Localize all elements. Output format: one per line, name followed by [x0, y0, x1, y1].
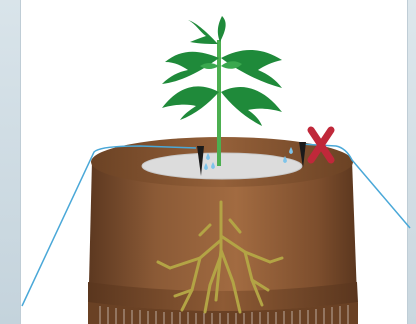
leaf-top-left — [188, 20, 218, 44]
soil-surface — [142, 153, 302, 179]
leaf-upper-right — [221, 50, 282, 88]
leaf-lower-left — [162, 86, 219, 120]
leaf-top-center — [218, 16, 226, 42]
leaf-lower-right — [221, 87, 282, 126]
